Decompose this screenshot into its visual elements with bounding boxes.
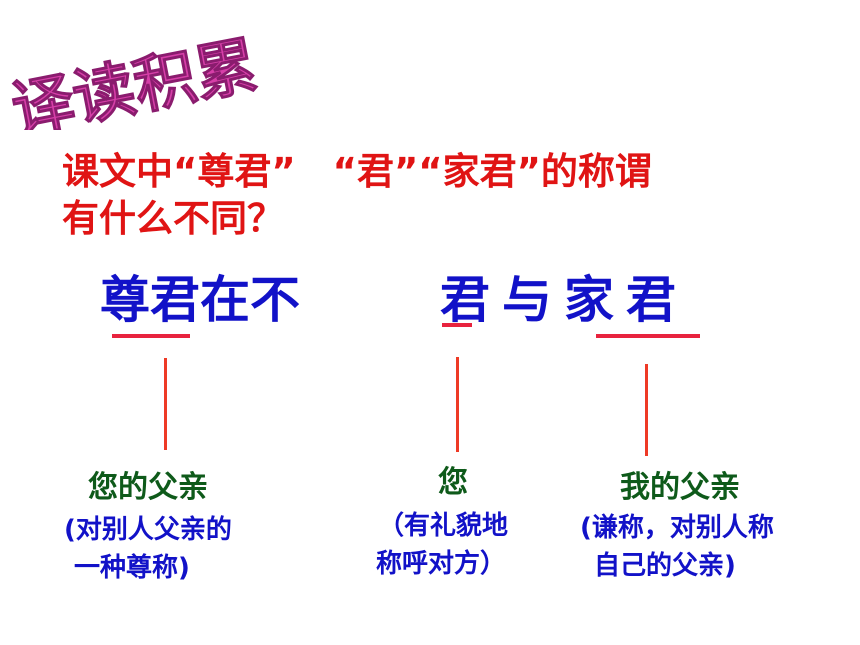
connector-line-2 <box>456 357 459 452</box>
meaning-note-2-line-2: 称呼对方） <box>376 549 507 579</box>
sentence2-word-jun-2: 君 <box>626 271 676 329</box>
underline-zunjun <box>112 334 190 338</box>
meaning-term-1: 您的父亲 <box>88 470 208 505</box>
meaning-note-1-line-1: (对别人父亲的 <box>64 515 232 545</box>
underline-jun <box>442 323 472 327</box>
meaning-note-3-line-2: 自己的父亲) <box>594 551 736 581</box>
meaning-note-3-line-1: (谦称，对别人称 <box>580 513 774 543</box>
slide-title-text: 译读积累 <box>6 28 263 130</box>
question-line-2: 有什么不同？ <box>62 197 284 240</box>
sentence2-word-jia: 家 <box>564 271 614 329</box>
example-sentence-1: 尊君在不 <box>100 271 300 329</box>
sentence2-word-jun: 君 <box>440 271 490 329</box>
sentence2-word-yu: 与 <box>502 271 552 329</box>
question-line-1: 课文中“尊君” “君”“家君”的称谓 <box>62 150 652 193</box>
connector-line-1 <box>164 358 167 450</box>
example-sentence-2: 君与家君 <box>440 270 688 330</box>
meaning-term-2: 您 <box>438 465 468 500</box>
slide-title: 译读积累 <box>0 0 360 148</box>
meaning-term-3: 我的父亲 <box>620 470 740 505</box>
connector-line-3 <box>645 364 648 456</box>
meaning-note-1-line-2: 一种尊称) <box>74 553 190 583</box>
underline-jiajun <box>596 334 700 338</box>
meaning-note-2-line-1: （有礼貌地 <box>378 511 509 541</box>
